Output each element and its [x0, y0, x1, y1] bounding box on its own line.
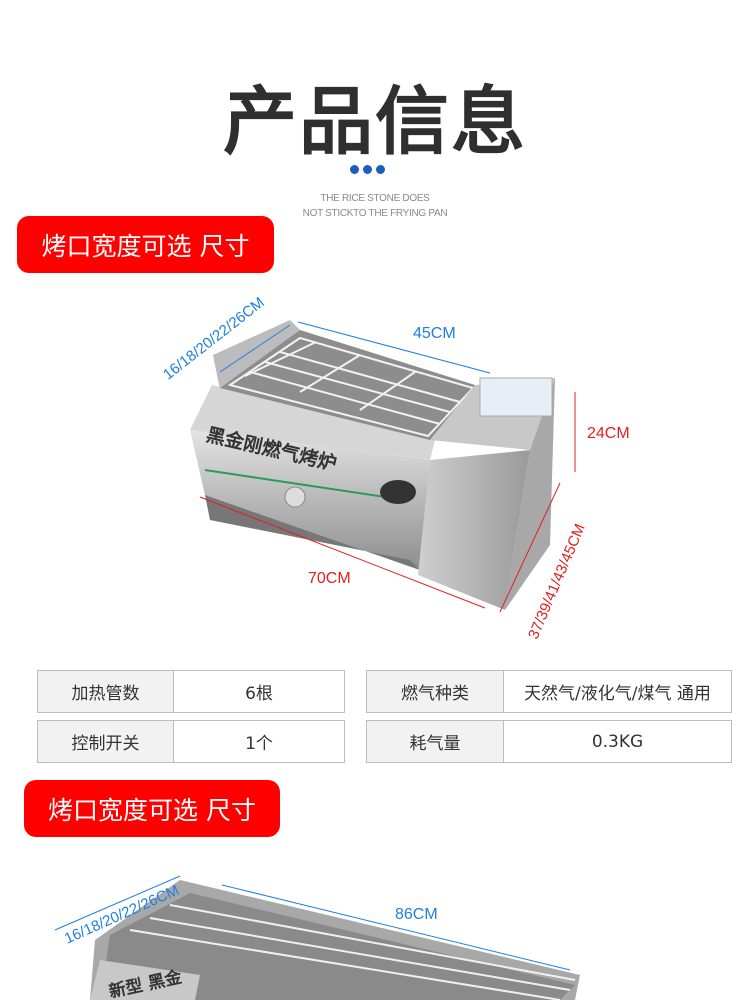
total-length-dimension: 70CM [308, 570, 351, 587]
grill-length-dimension-2: 86CM [395, 906, 438, 923]
decorative-dots [350, 165, 385, 174]
subtitle-line1: THE RICE STONE DOES [320, 193, 430, 204]
spec-label: 燃气种类 [366, 670, 504, 713]
spec-value: 0.3KG [503, 720, 732, 763]
spec-label: 耗气量 [366, 720, 504, 763]
spec-value: 天然气/液化气/煤气 通用 [503, 670, 732, 713]
size-option-badge: 烤口宽度可选 尺寸 [17, 216, 274, 273]
spec-label: 加热管数 [37, 670, 174, 713]
spec-label: 控制开关 [37, 720, 174, 763]
subtitle-line2: NOT STICKTO THE FRYING PAN [302, 208, 448, 219]
size-option-badge-2: 烤口宽度可选 尺寸 [24, 780, 280, 837]
spec-value: 1个 [173, 720, 345, 763]
height-dimension: 24CM [587, 425, 630, 442]
spec-value: 6根 [173, 670, 345, 713]
page-title: 产品信息 [223, 79, 527, 165]
grill-length-dimension: 45CM [413, 325, 456, 342]
